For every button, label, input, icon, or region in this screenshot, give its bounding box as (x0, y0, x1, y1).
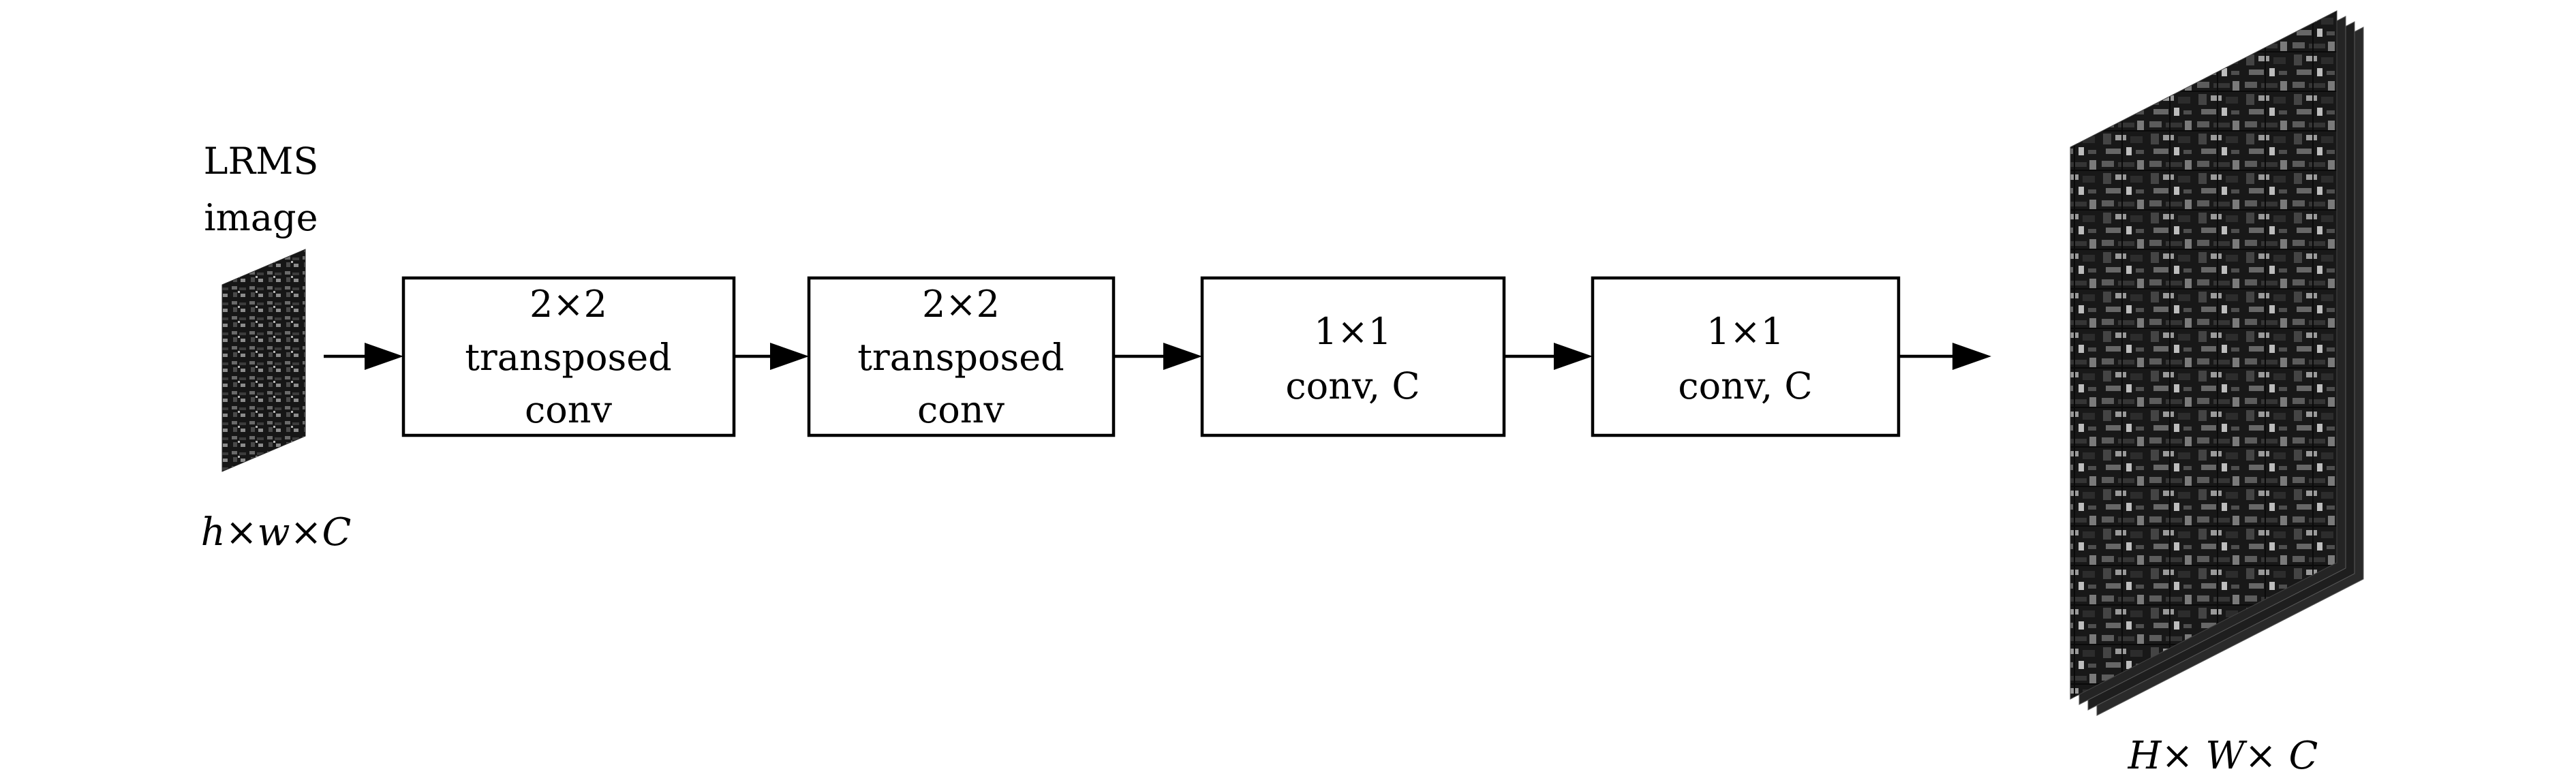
input-dims: h×w×C (201, 510, 352, 555)
arrow-b3-to-b4 (1504, 343, 1593, 370)
input-label-line2: image (204, 196, 318, 239)
block-conv-1x1-1: 1×1 conv, C (1200, 276, 1506, 437)
output-dims: H× W× C (2128, 734, 2318, 776)
output-image-layer-front (2070, 10, 2337, 700)
lrms-image (221, 249, 306, 472)
block-transposed-conv-1: 2×2 transposed conv (401, 276, 736, 437)
block-transposed-conv-2: 2×2 transposed conv (807, 276, 1116, 437)
arrow-input-to-b1 (324, 343, 403, 370)
block-2-type: transposed (857, 336, 1064, 379)
block-1-kernel: 2×2 (530, 283, 607, 326)
input-label-line1: LRMS (204, 140, 319, 183)
block-1-op: conv (525, 388, 613, 431)
block-2-op: conv (917, 388, 1005, 431)
block-conv-1x1-2: 1×1 conv, C (1591, 276, 1901, 437)
arrow-b4-to-output (1899, 343, 1991, 370)
arrow-b2-to-b3 (1114, 343, 1202, 370)
block-4-op: conv, C (1678, 364, 1812, 407)
block-1-type: transposed (465, 336, 672, 379)
block-4-kernel: 1×1 (1706, 310, 1784, 353)
arrow-b1-to-b2 (734, 343, 809, 370)
block-3-op: conv, C (1285, 364, 1420, 407)
block-2-kernel: 2×2 (922, 283, 1000, 326)
block-3-kernel: 1×1 (1314, 310, 1392, 353)
output-image-stack (2070, 10, 2364, 716)
